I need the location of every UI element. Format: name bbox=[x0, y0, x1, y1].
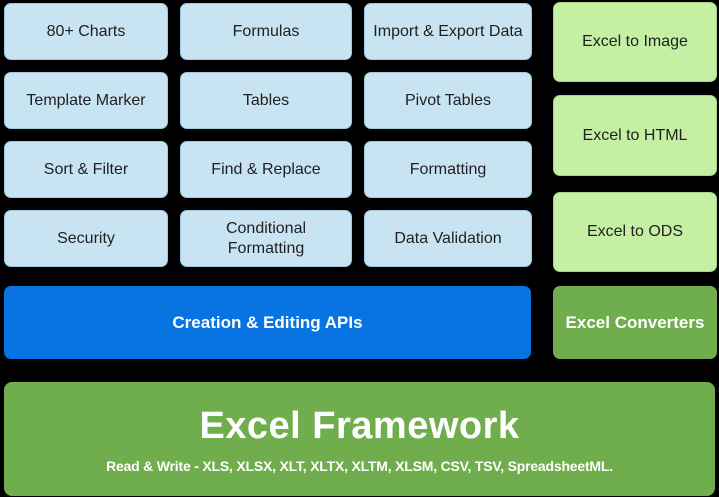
feature-box-data-validation: Data Validation bbox=[364, 210, 532, 267]
framework-subtitle: Read & Write - XLS, XLSX, XLT, XLTX, XLT… bbox=[106, 457, 613, 474]
creation-editing-apis-bar: Creation & Editing APIs bbox=[4, 286, 531, 359]
feature-box-tables: Tables bbox=[180, 72, 352, 129]
feature-box-pivot-tables: Pivot Tables bbox=[364, 72, 532, 129]
excel-converters-header: Excel Converters bbox=[553, 286, 717, 359]
converter-box-excel-to-html: Excel to HTML bbox=[553, 95, 717, 176]
feature-box-import-export-data: Import & Export Data bbox=[364, 3, 532, 60]
feature-box-formulas: Formulas bbox=[180, 3, 352, 60]
feature-box-sort-filter: Sort & Filter bbox=[4, 141, 168, 198]
feature-box-conditional-formatting: Conditional Formatting bbox=[180, 210, 352, 267]
creation-editing-apis-label: Creation & Editing APIs bbox=[172, 312, 363, 332]
feature-box-80-charts: 80+ Charts bbox=[4, 3, 168, 60]
feature-box-formatting: Formatting bbox=[364, 141, 532, 198]
framework-title: Excel Framework bbox=[199, 404, 520, 447]
feature-grid: 80+ Charts Formulas Import & Export Data… bbox=[4, 3, 532, 267]
excel-converters-label: Excel Converters bbox=[565, 312, 705, 332]
converter-box-excel-to-image: Excel to Image bbox=[553, 2, 717, 82]
excel-framework-banner: Excel Framework Read & Write - XLS, XLSX… bbox=[4, 382, 715, 496]
feature-box-find-replace: Find & Replace bbox=[180, 141, 352, 198]
converter-box-excel-to-ods: Excel to ODS bbox=[553, 192, 717, 272]
feature-box-security: Security bbox=[4, 210, 168, 267]
feature-box-template-marker: Template Marker bbox=[4, 72, 168, 129]
